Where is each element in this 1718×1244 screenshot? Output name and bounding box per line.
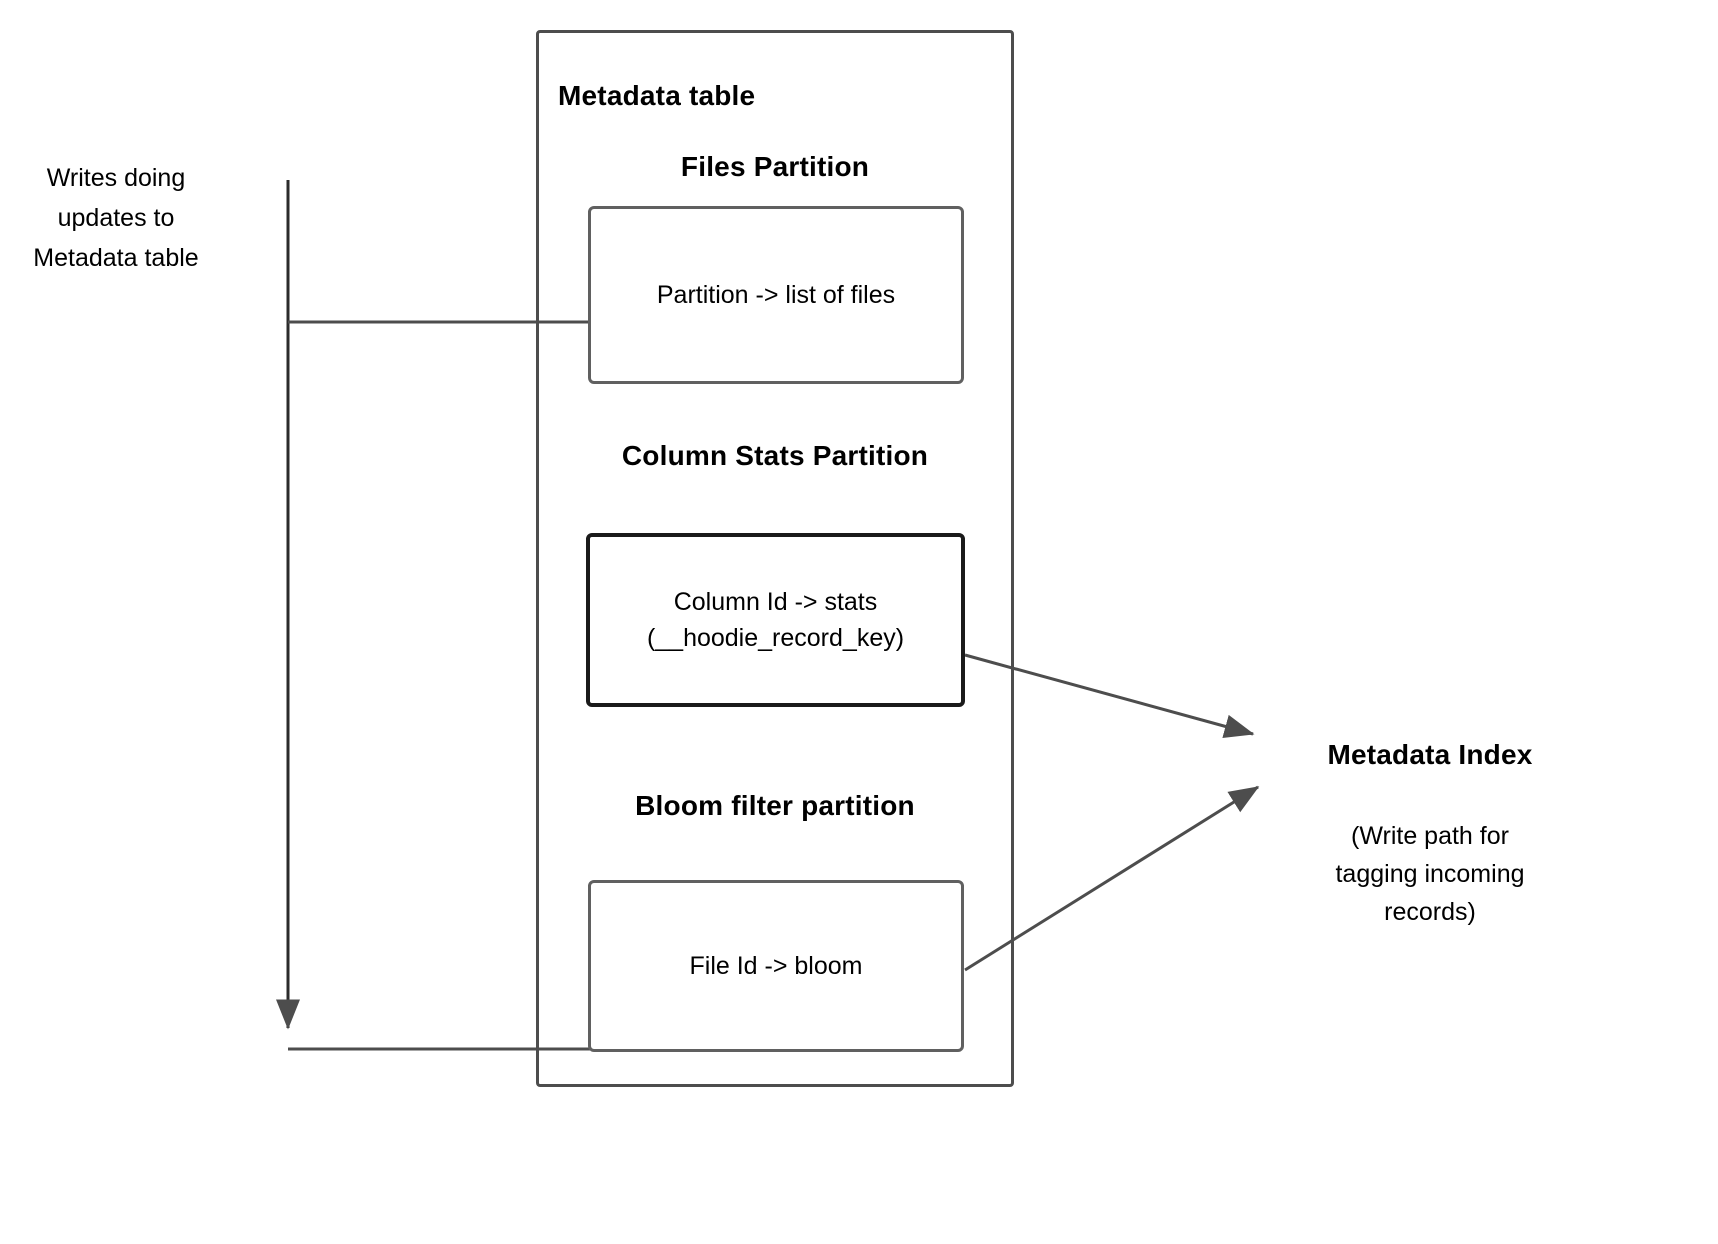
metadata-table-container: [536, 30, 1014, 1087]
bloom-filter-partition-box-text: File Id -> bloom: [689, 952, 863, 980]
files-partition-heading: Files Partition: [680, 151, 870, 182]
writes-updates-label: Writes doing updates to Metadata table: [33, 164, 199, 272]
column-stats-partition-box-text: Column Id -> stats (__hoodie_record_key): [646, 588, 905, 652]
metadata-table-title: Metadata table: [558, 80, 756, 111]
bloom-filter-partition-box: File Id -> bloom: [588, 880, 964, 1052]
metadata-index-note: (Write path for tagging incoming records…: [1335, 822, 1525, 926]
bloom-filter-partition-heading: Bloom filter partition: [635, 790, 915, 821]
column-stats-partition-box: Column Id -> stats (__hoodie_record_key): [586, 533, 965, 707]
column-stats-partition-heading: Column Stats Partition: [621, 440, 929, 471]
files-partition-box: Partition -> list of files: [588, 206, 964, 384]
metadata-index-label: Metadata Index: [1327, 739, 1533, 770]
files-partition-box-text: Partition -> list of files: [656, 281, 896, 309]
